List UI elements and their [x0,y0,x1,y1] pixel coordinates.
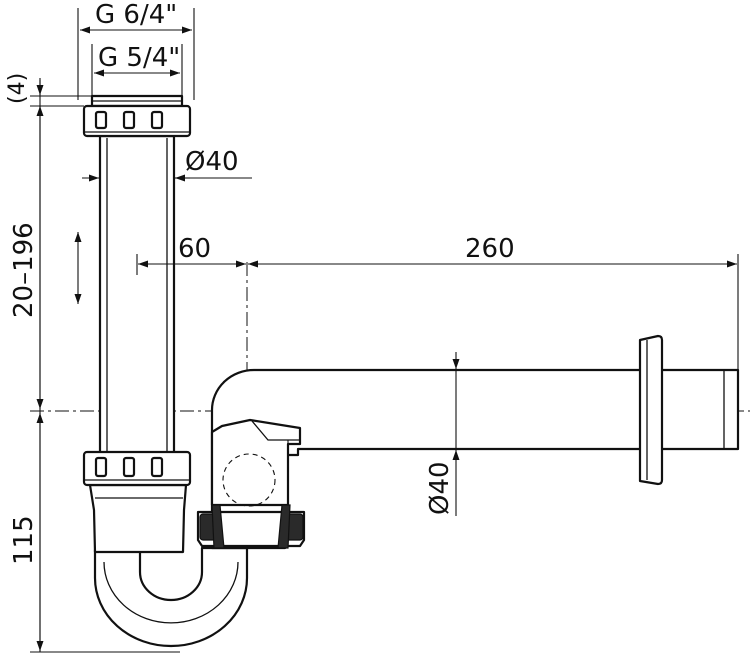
label-depth: 115 [9,515,39,565]
dimension-labels: G 6/4" G 5/4" (4) 20–196 Ø40 60 260 Ø40 … [5,0,515,565]
outlet-pipe [210,368,740,550]
connector-nut [196,510,306,548]
label-offset: 60 [178,234,211,264]
label-tube-diameter: Ø40 [185,147,239,177]
hidden-outlet-circle [222,453,276,507]
dimensions [30,8,739,653]
outlet-pipe-assembly [210,334,740,550]
label-gap: (4) [5,73,30,104]
label-g-outer: G 6/4" [95,0,177,30]
lower-nut [82,450,192,487]
label-height-range: 20–196 [9,222,39,318]
lower-sleeve [88,483,188,554]
label-outlet-diameter: Ø40 [425,461,455,515]
u-bend [93,546,249,648]
label-length: 260 [465,234,515,264]
vertical-tube-assembly [82,94,192,554]
top-nut [82,104,192,138]
dip-tube [98,134,176,456]
wall-rosette [638,334,664,486]
trap-housing [196,418,306,549]
label-g-inner: G 5/4" [98,43,180,73]
